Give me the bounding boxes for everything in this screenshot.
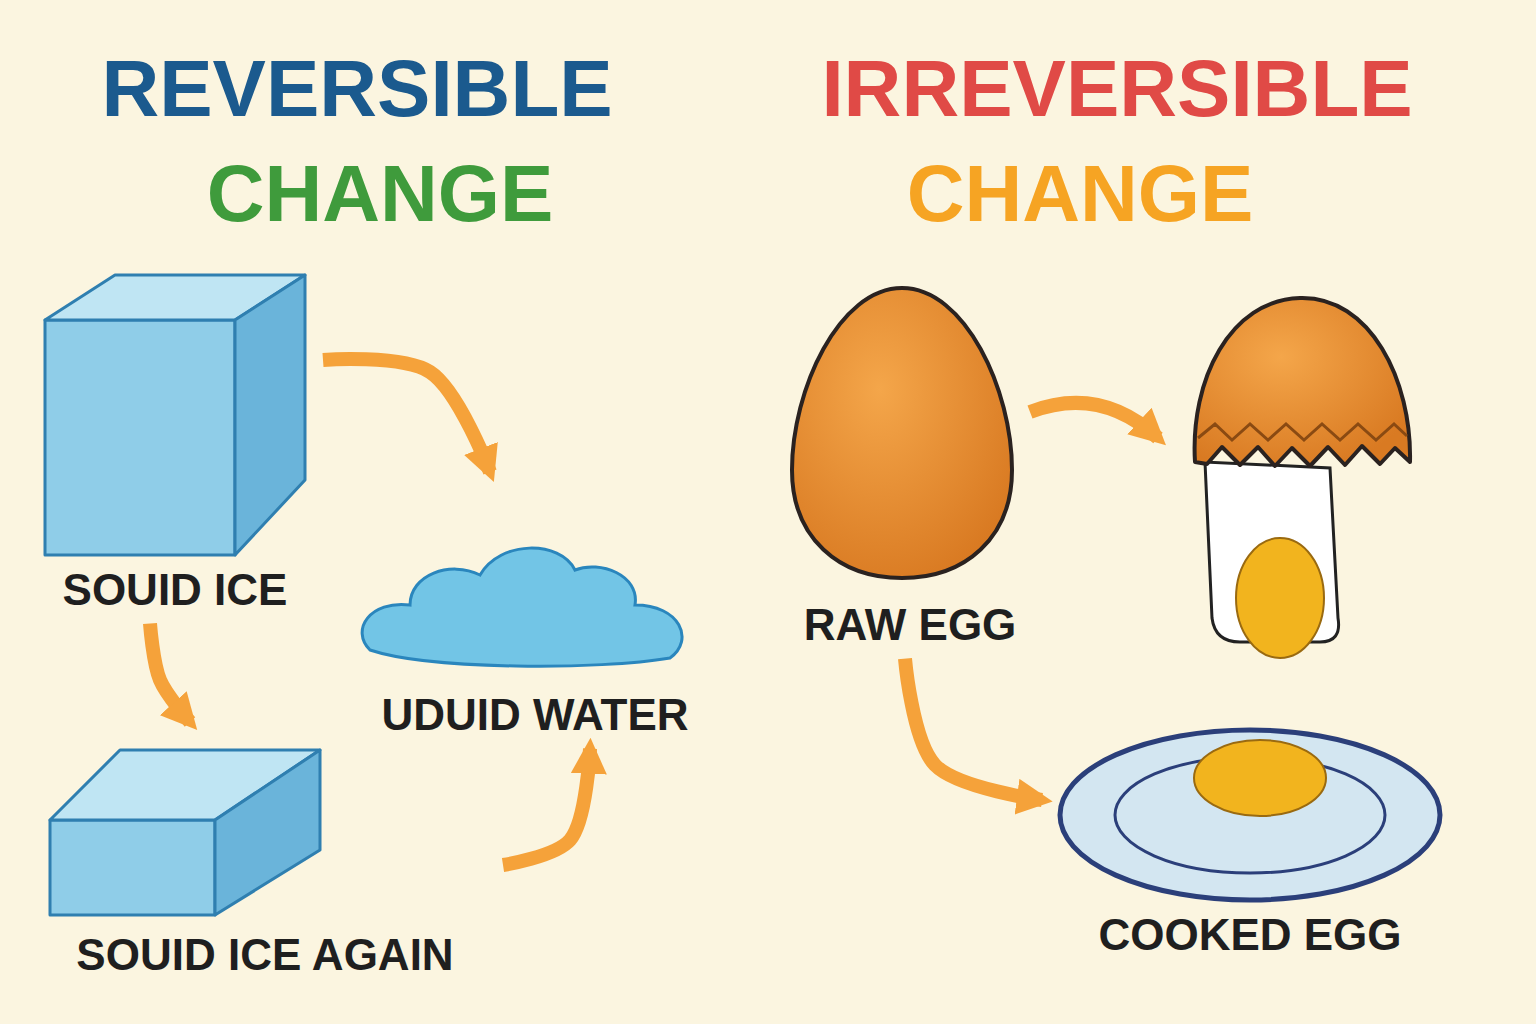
crack-arrow xyxy=(1030,403,1158,438)
section-heading: CHANGE xyxy=(680,150,1480,238)
node-label: COOKED EGG xyxy=(1098,910,1401,961)
change-arrow xyxy=(503,749,590,865)
node-label: RAW EGG xyxy=(804,600,1017,651)
change-arrow xyxy=(323,359,490,472)
cooked-egg: COOKED EGG xyxy=(1050,720,1450,961)
cube-front xyxy=(45,320,235,555)
plate-rim xyxy=(1060,730,1440,900)
change-arrow xyxy=(150,624,190,722)
node-label: SOUID ICE AGAIN xyxy=(76,930,453,981)
node-art xyxy=(350,480,720,690)
puddle-shape xyxy=(362,548,682,666)
egg-yolk xyxy=(1194,740,1326,816)
section-heading: CHANGE xyxy=(0,150,780,238)
node-label: SOUID ICE xyxy=(63,565,288,616)
cube-side xyxy=(235,275,305,555)
node-art xyxy=(35,265,315,565)
egg-shape xyxy=(792,288,1012,578)
section-heading: REVERSIBLE xyxy=(0,45,757,133)
water-puddle: UDUID WATER xyxy=(350,480,720,741)
raw-egg: RAW EGG xyxy=(780,280,1040,651)
node-label: UDUID WATER xyxy=(381,690,688,741)
ice-block: SOUID ICE AGAIN xyxy=(35,730,495,981)
crack-line xyxy=(1198,424,1407,440)
block-side xyxy=(215,750,320,915)
egg-yolk xyxy=(1236,538,1324,658)
block-front xyxy=(50,820,215,915)
node-art xyxy=(1050,720,1450,910)
change-arrow xyxy=(905,659,1042,800)
section-heading: IRREVERSIBLE xyxy=(717,45,1517,133)
node-art xyxy=(35,730,495,930)
ice-cube: SOUID ICE xyxy=(35,265,315,616)
cracked-shell xyxy=(1195,298,1410,466)
node-art xyxy=(780,280,1040,600)
